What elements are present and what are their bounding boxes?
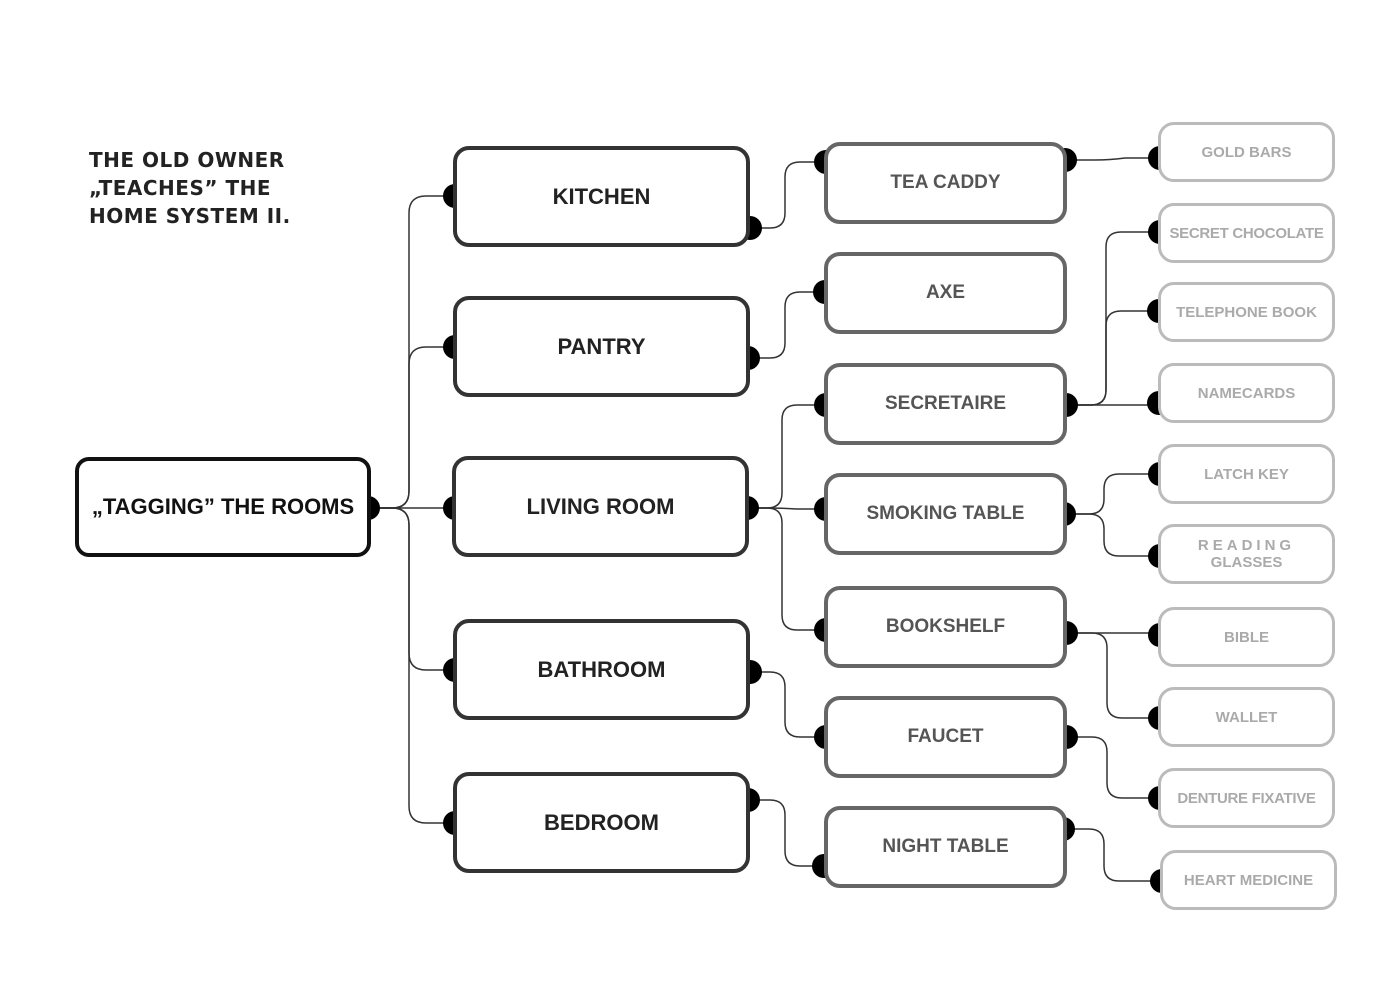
room-label-bedroom: BEDROOM <box>544 809 659 835</box>
furniture-node-tea-caddy: TEA CADDY <box>824 142 1067 224</box>
furniture-label-secretaire: SECRETAIRE <box>884 393 1007 414</box>
connector-smoking-table-latch-key <box>1064 473 1160 515</box>
connector-root-kitchen <box>368 195 455 509</box>
item-node-reading-glasses: READING GLASSES <box>1158 524 1335 584</box>
item-node-wallet: WALLET <box>1158 687 1335 747</box>
item-label-latch-key: LATCH KEY <box>1204 465 1289 483</box>
item-node-denture-fixative: DENTURE FIXATIVE <box>1158 768 1335 828</box>
item-node-bible: BIBLE <box>1158 607 1335 667</box>
item-node-gold-bars: GOLD BARS <box>1158 122 1335 182</box>
furniture-node-night-table: NIGHT TABLE <box>824 806 1067 888</box>
connector-living-secretaire <box>747 404 826 509</box>
furniture-node-axe: AXE <box>824 252 1067 334</box>
room-label-pantry: PANTRY <box>557 333 646 359</box>
item-label-bible: BIBLE <box>1224 628 1269 646</box>
room-label-kitchen: KITCHEN <box>552 183 651 209</box>
furniture-label-smoking-table: SMOKING TABLE <box>866 503 1025 524</box>
room-node-bedroom: BEDROOM <box>453 772 750 873</box>
room-node-bathroom: BATHROOM <box>453 619 750 720</box>
item-node-latch-key: LATCH KEY <box>1158 444 1335 504</box>
item-node-secret-chocolate: SECRET CHOCOLATE <box>1158 203 1335 263</box>
connector-bookshelf-wallet <box>1066 632 1160 719</box>
root-node: „TAGGING” THE ROOMS <box>75 457 371 557</box>
heading-line-2: „TEACHES” THE <box>89 176 272 200</box>
item-label-telephone-book: TELEPHONE BOOK <box>1176 303 1317 321</box>
connector-root-bathroom <box>368 507 455 671</box>
item-label-reading-glasses-line-1: READING <box>1197 537 1296 554</box>
root-node-label: „TAGGING” THE ROOMS <box>91 494 355 519</box>
connector-pantry-axe <box>748 291 825 359</box>
connector-living-bookshelf <box>747 507 826 631</box>
item-label-heart-medicine: HEART MEDICINE <box>1183 871 1314 889</box>
furniture-node-faucet: FAUCET <box>824 696 1067 778</box>
heading-line-1: THE OLD OWNER <box>89 148 285 172</box>
furniture-label-axe: AXE <box>925 282 966 303</box>
connector-kitchen-tea-caddy <box>750 161 826 229</box>
item-label-gold-bars: GOLD BARS <box>1201 143 1292 161</box>
item-node-telephone-book: TELEPHONE BOOK <box>1158 282 1335 342</box>
room-node-kitchen: KITCHEN <box>453 146 750 247</box>
item-node-heart-medicine: HEART MEDICINE <box>1160 850 1337 910</box>
furniture-label-tea-caddy: TEA CADDY <box>890 172 1001 193</box>
connector-faucet-denture-fixative <box>1066 736 1160 799</box>
connector-bathroom-faucet <box>750 671 826 738</box>
furniture-node-secretaire: SECRETAIRE <box>824 363 1067 445</box>
connector-secretaire-telephone-book <box>1066 310 1159 406</box>
diagram-heading: THE OLD OWNER „TEACHES” THE HOME SYSTEM … <box>89 146 291 230</box>
connector-bedroom-night-table <box>748 799 824 867</box>
room-node-living-room: LIVING ROOM <box>452 456 749 557</box>
connector-smoking-table-reading-glasses <box>1064 513 1160 557</box>
connector-tea-caddy-gold-bars <box>1065 157 1160 161</box>
room-node-pantry: PANTRY <box>453 296 750 397</box>
furniture-node-bookshelf: BOOKSHELF <box>824 586 1067 668</box>
item-label-denture-fixative: DENTURE FIXATIVE <box>1177 789 1316 807</box>
furniture-label-bookshelf: BOOKSHELF <box>885 616 1006 637</box>
heading-line-3: HOME SYSTEM II. <box>89 204 291 228</box>
room-label-living-room: LIVING ROOM <box>526 493 675 519</box>
connector-secretaire-secret-chocolate <box>1066 231 1160 406</box>
connector-root-bedroom <box>368 507 455 824</box>
connector-night-table-heart-medicine <box>1063 828 1162 882</box>
item-label-secret-chocolate: SECRET CHOCOLATE <box>1169 224 1324 242</box>
furniture-node-smoking-table: SMOKING TABLE <box>824 473 1067 555</box>
item-label-namecards: NAMECARDS <box>1197 384 1296 402</box>
furniture-label-faucet: FAUCET <box>907 726 984 747</box>
connector-root-pantry <box>368 346 455 509</box>
item-node-namecards: NAMECARDS <box>1158 363 1335 423</box>
item-label-wallet: WALLET <box>1215 708 1278 726</box>
furniture-label-night-table: NIGHT TABLE <box>882 836 1009 857</box>
room-label-bathroom: BATHROOM <box>537 656 666 682</box>
item-label-reading-glasses-line-2: GLASSES <box>1210 554 1283 571</box>
